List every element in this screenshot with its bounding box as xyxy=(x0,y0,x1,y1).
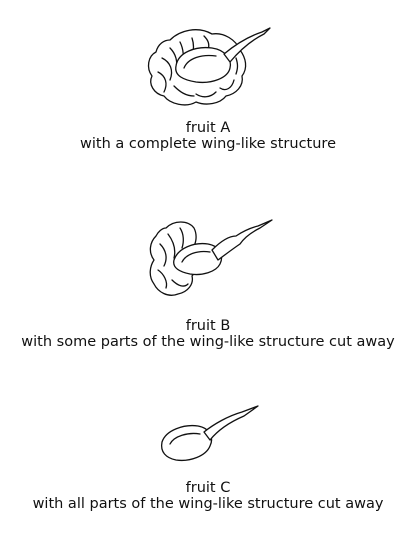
fruit-b-drawing xyxy=(149,219,273,296)
fruit-a-seed xyxy=(175,46,232,84)
fruit-c-seed xyxy=(160,424,213,462)
fruit-c-drawing xyxy=(160,405,259,462)
fruit-c-stalk xyxy=(203,405,259,441)
fruit-b-description: with some parts of the wing-like structu… xyxy=(21,334,395,350)
fruit-b-caption: fruit B with some parts of the wing-like… xyxy=(0,318,416,350)
fruit-c-panel: fruit C with all parts of the wing-like … xyxy=(0,405,416,512)
fruit-a-drawing xyxy=(147,27,271,106)
fruit-b-wing xyxy=(149,221,197,296)
fruit-c-title: fruit C xyxy=(185,480,231,496)
fruit-b-stalk xyxy=(211,219,273,261)
fruit-b-panel: fruit B with some parts of the wing-like… xyxy=(0,219,416,350)
fruit-c-description: with all parts of the wing-like structur… xyxy=(32,496,384,512)
fruit-a-panel: fruit A with a complete wing-like struct… xyxy=(0,0,416,160)
fruit-b-title: fruit B xyxy=(185,318,231,334)
fruit-c-caption: fruit C with all parts of the wing-like … xyxy=(0,480,416,512)
fruit-a-caption: fruit A with a complete wing-like struct… xyxy=(0,120,416,152)
fruit-a-description: with a complete wing-like structure xyxy=(80,136,336,152)
fruit-a-title: fruit A xyxy=(185,120,231,136)
fruit-a-stalk xyxy=(223,27,271,63)
